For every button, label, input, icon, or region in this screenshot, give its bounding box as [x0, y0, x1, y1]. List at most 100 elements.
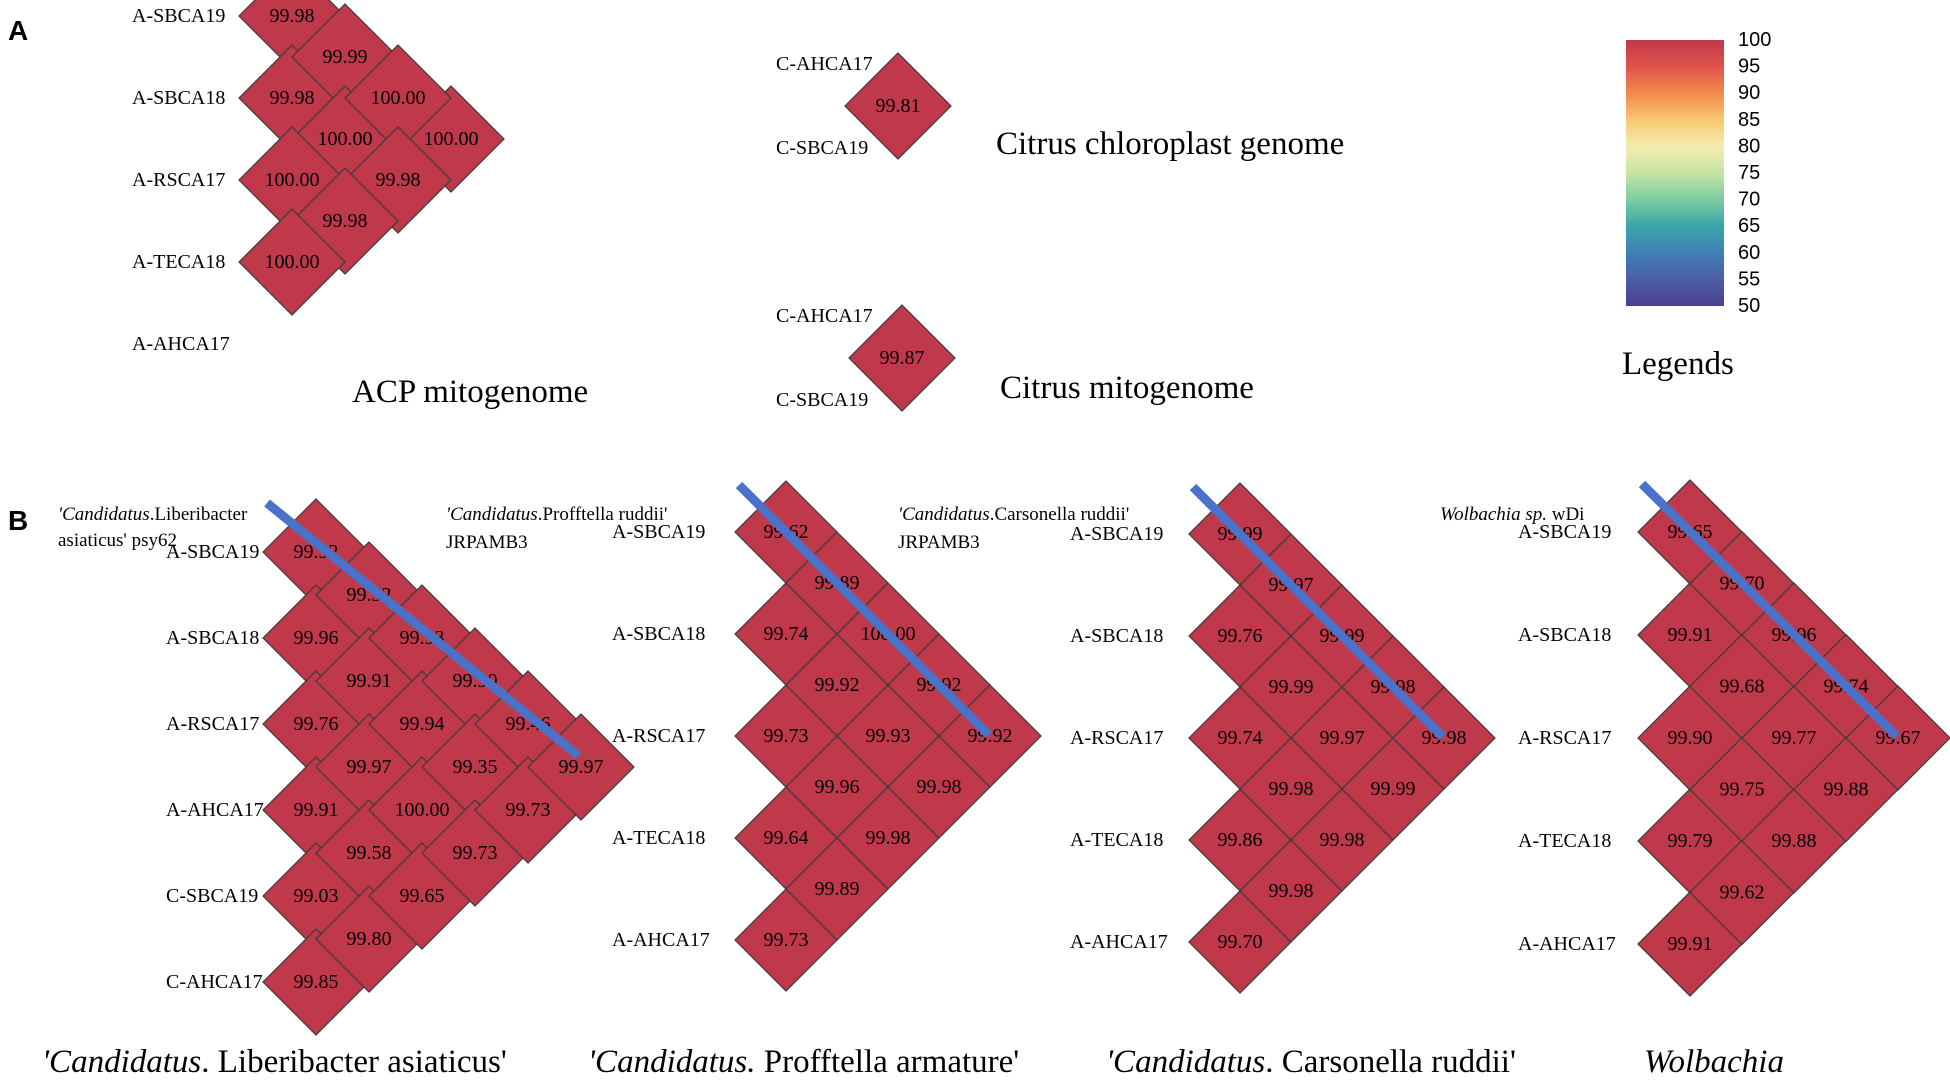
legend-tick-label: 95 — [1738, 56, 1760, 78]
genome-label: C-AHCA17 — [166, 971, 263, 993]
cell-value: 99.73 — [453, 842, 498, 864]
genome-label: A-TECA18 — [612, 827, 705, 849]
legend-tick-label: 65 — [1738, 215, 1760, 237]
cell-value: 99.97 — [559, 756, 604, 778]
wolbachia-title: Wolbachia — [1644, 1044, 1784, 1080]
similarity-cell: 99.81 — [844, 52, 952, 160]
cell-value: 100.00 — [424, 128, 479, 150]
cell-value: 99.74 — [764, 623, 809, 645]
cell-value: 99.98 — [1320, 829, 1365, 851]
genome-label: C-SBCA19 — [776, 137, 868, 159]
cell-value: 99.68 — [1720, 676, 1765, 698]
genome-label: A-SBCA18 — [1070, 625, 1163, 647]
cell-value: 99.91 — [294, 799, 339, 821]
legend-title: Legends — [1622, 346, 1734, 382]
legend-tick-label: 85 — [1738, 109, 1760, 131]
legend-tick-label: 100 — [1738, 29, 1771, 51]
cell-value: 99.98 — [376, 169, 421, 191]
cell-value: 99.94 — [400, 713, 445, 735]
genome-label: A-SBCA19 — [132, 5, 225, 27]
cell-value: 99.91 — [1668, 933, 1713, 955]
cell-value: 100.00 — [265, 251, 320, 273]
genome-label: A-SBCA19 — [612, 521, 705, 543]
cell-value: 99.99 — [1371, 778, 1416, 800]
cell-value: 99.74 — [1218, 727, 1263, 749]
reference-highlight-line — [1189, 483, 1447, 741]
genome-label: A-RSCA17 — [612, 725, 705, 747]
similarity-cell: 99.87 — [848, 304, 956, 412]
cell-value: 99.85 — [294, 971, 339, 993]
cell-value: 99.70 — [1218, 931, 1263, 953]
genome-label: A-SBCA19 — [166, 541, 259, 563]
cell-value: 99.89 — [815, 878, 860, 900]
cell-value: 99.91 — [347, 670, 392, 692]
cell-value: 99.73 — [764, 929, 809, 951]
legend-tick-label: 50 — [1738, 295, 1760, 317]
genome-label: C-AHCA17 — [776, 53, 873, 75]
cell-value: 99.91 — [1668, 624, 1713, 646]
cell-value: 99.98 — [1269, 778, 1314, 800]
cell-value: 99.90 — [1668, 727, 1713, 749]
genome-label: C-AHCA17 — [776, 305, 873, 327]
genome-label: A-SBCA18 — [1518, 624, 1611, 646]
cell-value: 99.99 — [323, 46, 368, 68]
cell-value: 99.76 — [294, 713, 339, 735]
profftella-ref-name: 'Candidatus.Profftella ruddii' — [446, 504, 667, 525]
genome-label: A-AHCA17 — [132, 333, 230, 355]
cell-value: 99.98 — [1269, 880, 1314, 902]
cell-value: 99.62 — [1720, 882, 1765, 904]
legend-tick-label: 80 — [1738, 135, 1760, 157]
liberibacter-ref-name-line1: 'Candidatus.Liberibacter — [58, 504, 248, 525]
cell-value: 99.92 — [815, 674, 860, 696]
genome-label: A-RSCA17 — [166, 713, 259, 735]
cell-value: 99.79 — [1668, 830, 1713, 852]
legend-tick-label: 70 — [1738, 189, 1760, 211]
cell-value: 100.00 — [318, 128, 373, 150]
cell-value: 99.87 — [880, 347, 925, 369]
cell-value: 99.92 — [968, 725, 1013, 747]
genome-label: A-AHCA17 — [1518, 933, 1616, 955]
cell-value: 99.75 — [1720, 779, 1765, 801]
cell-value: 99.99 — [1269, 676, 1314, 698]
liberibacter-matrix: 99.9299.9699.5299.7699.9199.9199.9399.97… — [166, 498, 635, 1036]
genome-label: A-TECA18 — [1518, 830, 1611, 852]
genome-label: A-AHCA17 — [166, 799, 264, 821]
similarity-cell: 100.00 — [344, 44, 452, 152]
cell-diamond — [238, 208, 346, 316]
wolbachia-ref-name: Wolbachia sp. wDi — [1440, 504, 1584, 525]
genome-label: A-SBCA18 — [166, 627, 259, 649]
cell-value: 99.73 — [764, 725, 809, 747]
cell-diamond — [844, 52, 952, 160]
citrus-mitogenome-title: Citrus mitogenome — [1000, 370, 1254, 406]
carsonella-matrix: 99.9999.7699.9799.7499.9999.8699.9999.98… — [1070, 482, 1496, 994]
genome-label: A-SBCA18 — [132, 87, 225, 109]
profftella-matrix: 99.6299.7499.8999.7399.9299.64100.0099.9… — [612, 480, 1042, 992]
cell-value: 99.86 — [1218, 829, 1263, 851]
cell-value: 99.88 — [1772, 830, 1817, 852]
reference-highlight-line — [264, 499, 582, 760]
similarity-cell: 100.00 — [238, 208, 346, 316]
genome-label: A-TECA18 — [132, 251, 225, 273]
legend-tick-label: 90 — [1738, 82, 1760, 104]
cell-value: 99.98 — [866, 827, 911, 849]
genome-label: A-AHCA17 — [612, 929, 710, 951]
genome-label: C-SBCA19 — [166, 885, 258, 907]
cell-value: 99.64 — [764, 827, 809, 849]
acp-mitogenome-matrix: 99.9899.9899.99100.00100.00100.00100.009… — [132, 0, 505, 355]
wolbachia-matrix: 99.6599.9199.7099.9099.6899.7999.9699.75… — [1518, 479, 1950, 997]
cell-value: 99.96 — [294, 627, 339, 649]
legend-tick-label: 55 — [1738, 268, 1760, 290]
legend-colorbar — [1626, 40, 1724, 306]
genome-label: A-SBCA18 — [612, 623, 705, 645]
genome-label: A-SBCA19 — [1518, 521, 1611, 543]
cell-value: 99.98 — [270, 5, 315, 27]
cell-value: 99.81 — [876, 95, 921, 117]
carsonella-ref-strain: JRPAMB3 — [898, 532, 980, 553]
cell-value: 99.65 — [400, 885, 445, 907]
cell-diamond — [848, 304, 956, 412]
citrus-chloroplast-title: Citrus chloroplast genome — [996, 126, 1344, 162]
carsonella-title: 'Candidatus. Carsonella ruddii' — [1106, 1044, 1516, 1080]
